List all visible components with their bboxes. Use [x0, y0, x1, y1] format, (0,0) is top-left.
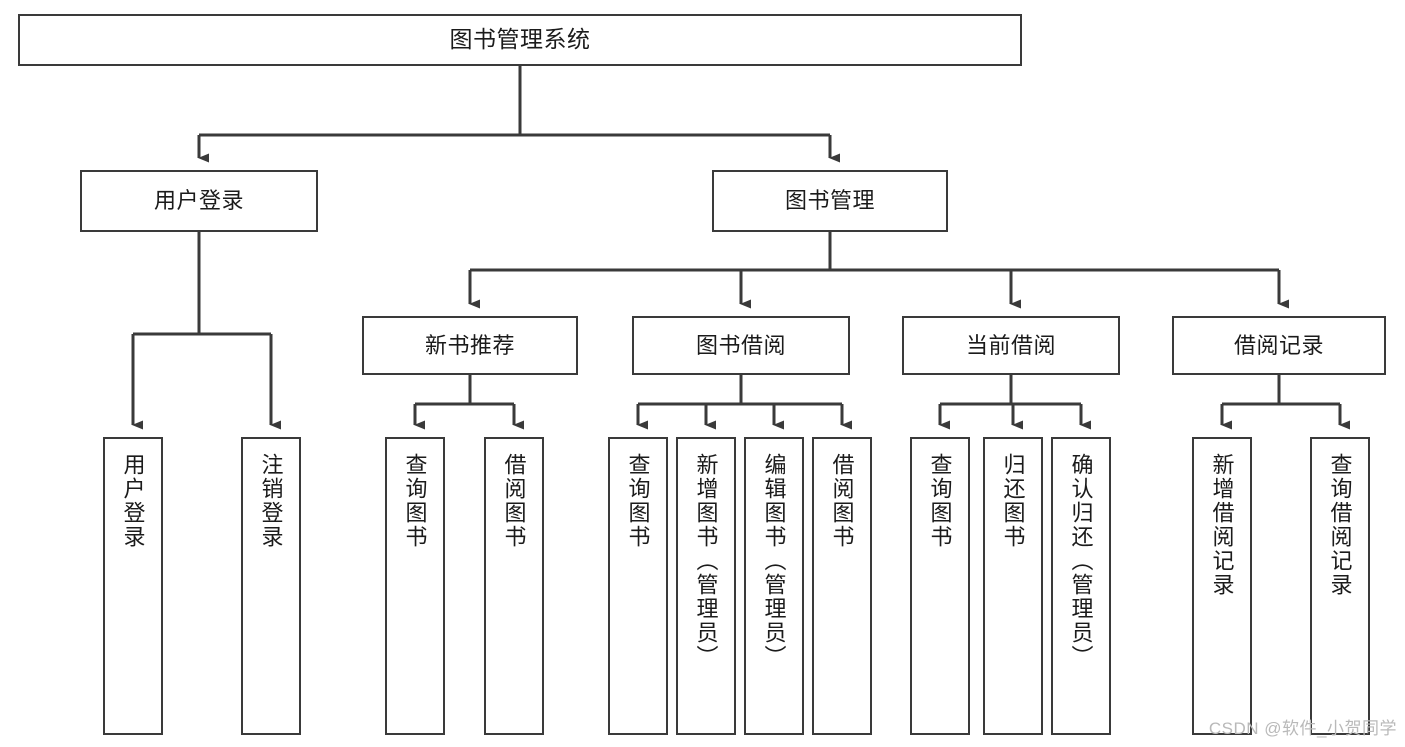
node-leaf-query-record[interactable]: 查询借阅记录 — [1310, 437, 1370, 735]
node-new-book-recommend-label: 新书推荐 — [424, 332, 515, 358]
node-leaf-query-book-1[interactable]: 查询图书 — [385, 437, 445, 735]
node-leaf-add-book-label: 新增图书（管理员） — [693, 453, 719, 669]
node-leaf-return-book[interactable]: 归还图书 — [983, 437, 1043, 735]
node-leaf-borrow-book-2[interactable]: 借阅图书 — [812, 437, 872, 735]
node-root[interactable]: 图书管理系统 — [18, 14, 1022, 66]
node-new-book-recommend[interactable]: 新书推荐 — [362, 316, 578, 375]
node-leaf-query-book-3[interactable]: 查询图书 — [910, 437, 970, 735]
node-leaf-add-record[interactable]: 新增借阅记录 — [1192, 437, 1252, 735]
node-leaf-borrow-book-2-label: 借阅图书 — [829, 453, 855, 549]
node-current-borrow[interactable]: 当前借阅 — [902, 316, 1120, 375]
node-leaf-user-login[interactable]: 用户登录 — [103, 437, 163, 735]
node-leaf-logout-label: 注销登录 — [258, 453, 284, 549]
node-book-manage-label: 图书管理 — [784, 188, 875, 214]
node-leaf-borrow-book-1-label: 借阅图书 — [501, 453, 527, 549]
node-leaf-return-book-label: 归还图书 — [1000, 453, 1026, 549]
node-current-borrow-label: 当前借阅 — [965, 332, 1056, 358]
node-user-login[interactable]: 用户登录 — [80, 170, 318, 232]
node-leaf-edit-book[interactable]: 编辑图书（管理员） — [744, 437, 804, 735]
node-leaf-add-record-label: 新增借阅记录 — [1209, 453, 1235, 597]
node-borrow-record-label: 借阅记录 — [1233, 332, 1324, 358]
node-book-borrow-label: 图书借阅 — [695, 332, 786, 358]
node-leaf-add-book[interactable]: 新增图书（管理员） — [676, 437, 736, 735]
node-leaf-query-book-1-label: 查询图书 — [402, 453, 428, 549]
node-leaf-logout[interactable]: 注销登录 — [241, 437, 301, 735]
node-leaf-query-book-2[interactable]: 查询图书 — [608, 437, 668, 735]
node-leaf-borrow-book-1[interactable]: 借阅图书 — [484, 437, 544, 735]
node-book-manage[interactable]: 图书管理 — [712, 170, 948, 232]
node-leaf-query-book-2-label: 查询图书 — [625, 453, 651, 549]
node-leaf-query-record-label: 查询借阅记录 — [1327, 453, 1353, 597]
node-root-label: 图书管理系统 — [449, 26, 591, 53]
node-borrow-record[interactable]: 借阅记录 — [1172, 316, 1386, 375]
node-user-login-label: 用户登录 — [153, 188, 244, 214]
node-leaf-query-book-3-label: 查询图书 — [927, 453, 953, 549]
node-leaf-user-login-label: 用户登录 — [120, 453, 146, 549]
node-leaf-edit-book-label: 编辑图书（管理员） — [761, 453, 787, 669]
node-leaf-confirm-return-label: 确认归还（管理员） — [1068, 453, 1094, 669]
node-book-borrow[interactable]: 图书借阅 — [632, 316, 850, 375]
node-leaf-confirm-return[interactable]: 确认归还（管理员） — [1051, 437, 1111, 735]
